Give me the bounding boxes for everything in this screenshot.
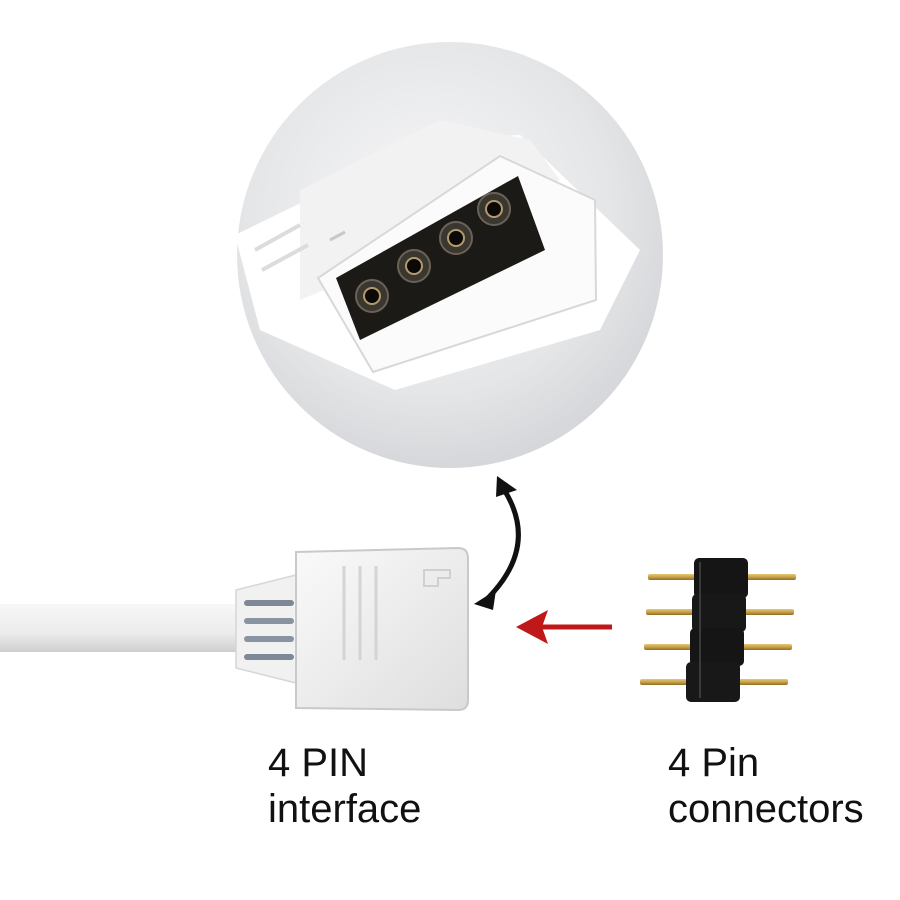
socket-hole xyxy=(439,221,473,255)
cable xyxy=(0,604,245,652)
pin-housing xyxy=(686,558,748,702)
interface-caption: 4 PIN interface xyxy=(268,740,421,832)
interface-caption-line2: interface xyxy=(268,787,422,831)
zoom-view-circle xyxy=(237,42,663,468)
socket-hole xyxy=(477,192,511,226)
strain-relief xyxy=(235,573,301,685)
connectors-caption-line1: 4 Pin xyxy=(668,741,760,785)
socket-hole xyxy=(397,249,431,283)
socket-holes xyxy=(355,192,511,313)
interface-caption-line1: 4 PIN xyxy=(268,741,369,785)
male-4-pin-connector xyxy=(640,558,796,702)
orientation-mark-icon xyxy=(423,569,451,587)
double-headed-curved-arrow-icon xyxy=(474,476,521,610)
connectors-caption-line2: connectors xyxy=(668,787,864,831)
red-left-arrow-icon xyxy=(516,610,612,644)
connectors-caption: 4 Pin connectors xyxy=(668,740,864,832)
female-plug-housing xyxy=(295,546,469,712)
socket-hole xyxy=(355,279,389,313)
